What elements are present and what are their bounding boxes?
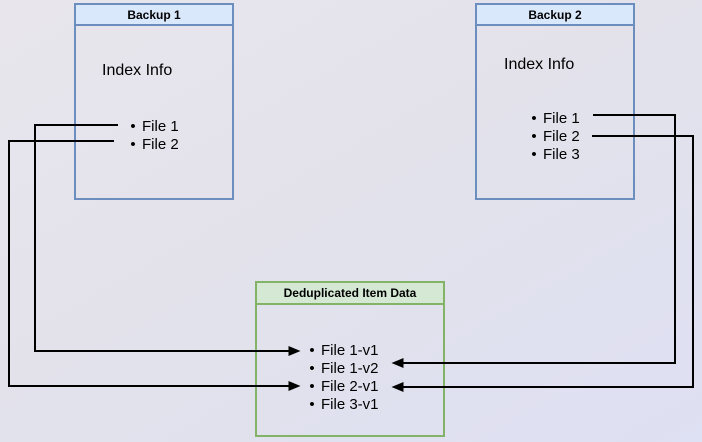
backup2-header: Backup 2 [477, 5, 633, 26]
bullet-icon [525, 146, 543, 163]
dedup-item: File 1-v2 [303, 359, 379, 377]
bullet-icon [303, 396, 321, 413]
backup2-file-item: File 2 [525, 127, 580, 145]
file-label: File 3 [543, 145, 580, 163]
file-label: File 1 [543, 109, 580, 127]
backup2-index-info-label: Index Info [504, 56, 575, 73]
backup1-file-item: File 1 [124, 117, 179, 135]
file-label: File 2 [142, 135, 179, 153]
bullet-icon [124, 118, 142, 135]
dedup-header: Deduplicated Item Data [257, 283, 443, 305]
dedup-item: File 2-v1 [303, 377, 379, 395]
bullet-icon [303, 360, 321, 377]
backup1-header: Backup 1 [76, 5, 232, 26]
backup2-title: Backup 2 [528, 7, 582, 22]
deduplicated-item-data-box: Deduplicated Item Data File 1-v1 File 1-… [255, 281, 445, 437]
bullet-icon [124, 136, 142, 153]
bullet-icon [303, 342, 321, 359]
backup2-file-item: File 1 [525, 109, 580, 127]
dedup-item: File 1-v1 [303, 341, 379, 359]
file-label: File 2 [543, 127, 580, 145]
dedup-title: Deduplicated Item Data [283, 286, 417, 300]
item-label: File 1-v1 [321, 341, 379, 359]
backup2-box: Backup 2 Index Info File 1 File 2 File 3 [475, 3, 635, 200]
file-label: File 1 [142, 117, 179, 135]
backup1-box: Backup 1 Index Info File 1 File 2 [74, 3, 234, 200]
item-label: File 1-v2 [321, 359, 379, 377]
backup1-title: Backup 1 [127, 7, 181, 22]
backup1-file-list: File 1 File 2 [124, 117, 179, 153]
backup1-index-info-label: Index Info [102, 62, 173, 79]
item-label: File 3-v1 [321, 395, 379, 413]
dedup-item-list: File 1-v1 File 1-v2 File 2-v1 File 3-v1 [303, 341, 379, 413]
item-label: File 2-v1 [321, 377, 379, 395]
backup1-file-item: File 2 [124, 135, 179, 153]
backup2-file-item: File 3 [525, 145, 580, 163]
bullet-icon [303, 378, 321, 395]
dedup-item: File 3-v1 [303, 395, 379, 413]
bullet-icon [525, 128, 543, 145]
backup2-file-list: File 1 File 2 File 3 [525, 109, 580, 163]
bullet-icon [525, 110, 543, 127]
